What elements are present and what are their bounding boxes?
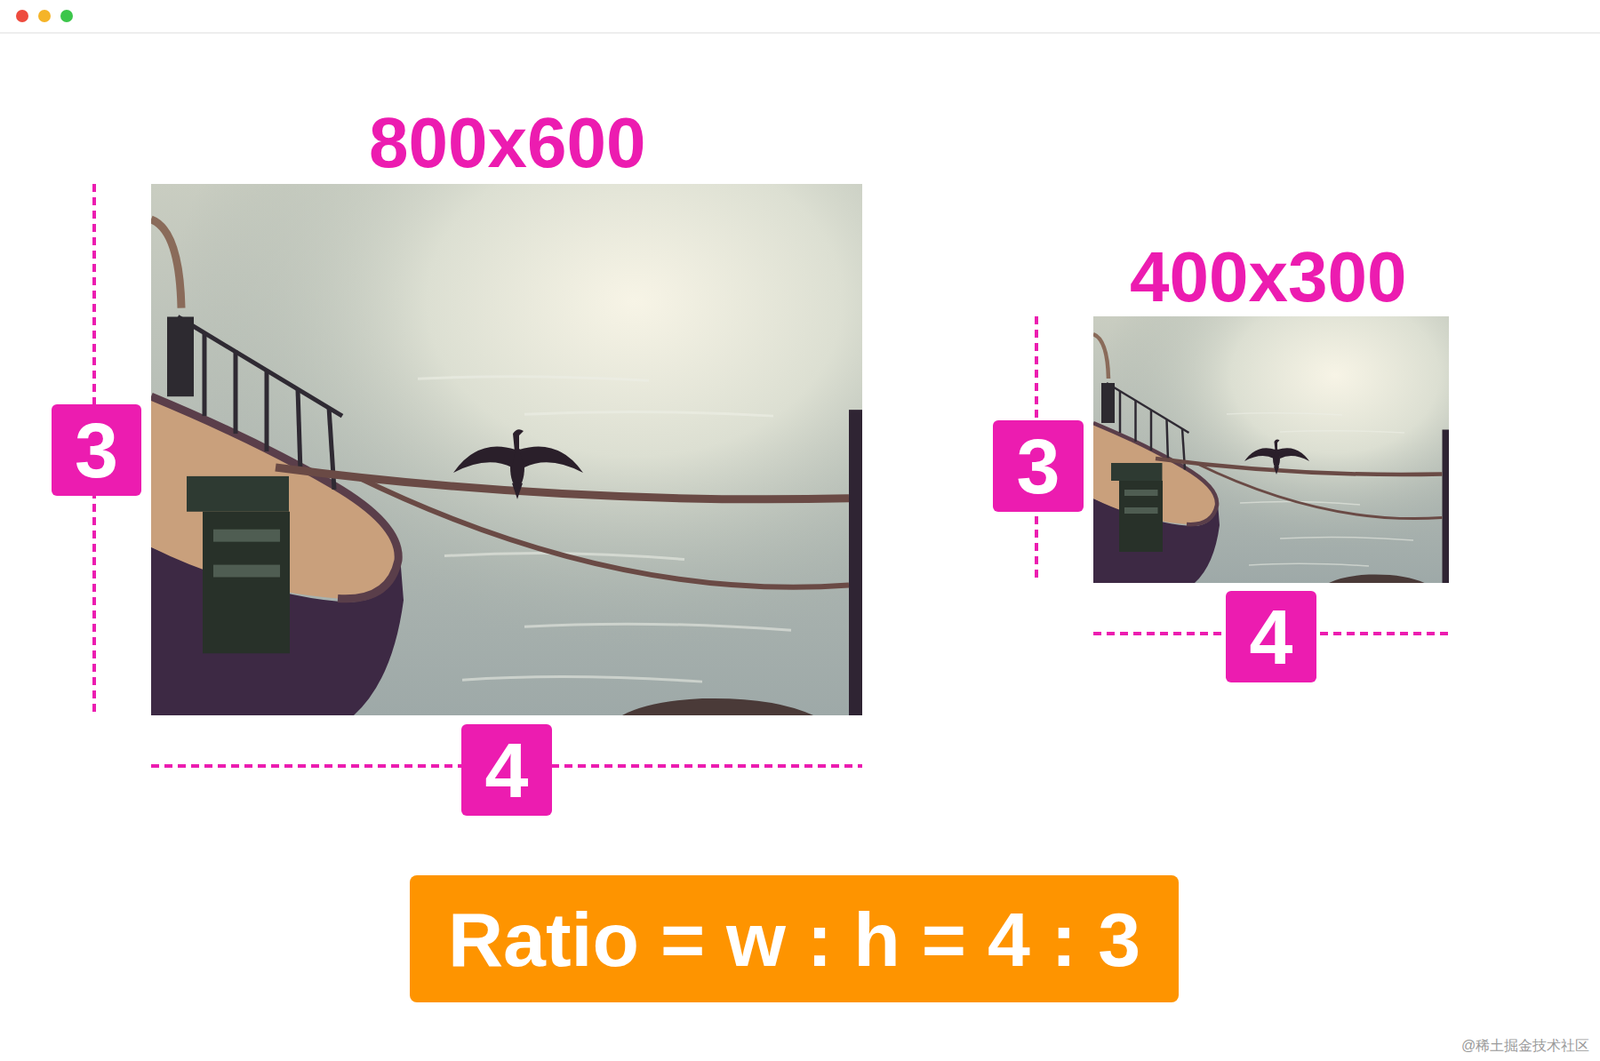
dimension-badge: 3 — [51, 404, 142, 496]
ratio-text: Ratio = w : h = 4 : 3 — [448, 901, 1141, 978]
callout-number: 4 — [1249, 598, 1294, 677]
window-dot — [38, 9, 51, 23]
ratio-banner: Ratio = w : h = 4 : 3 — [409, 875, 1179, 1003]
window-dot — [60, 9, 73, 23]
callout-number: 3 — [74, 411, 119, 490]
dimension-badge: 4 — [1225, 591, 1317, 683]
dimension-label: 400x300 — [1129, 238, 1407, 317]
large-photo — [151, 184, 863, 716]
dimension-badge: 4 — [461, 724, 552, 816]
dimension-badge: 3 — [992, 420, 1084, 512]
dimension-lines — [94, 184, 1449, 767]
watermark: @稀土掘金技术社区 — [1461, 1038, 1590, 1055]
window-dot — [16, 9, 29, 23]
callout-number: 3 — [1016, 427, 1061, 506]
callout-number: 4 — [485, 731, 529, 810]
small-photo — [1093, 316, 1449, 584]
window-bar-line — [0, 32, 1600, 34]
dimension-label: 800x600 — [368, 104, 646, 183]
